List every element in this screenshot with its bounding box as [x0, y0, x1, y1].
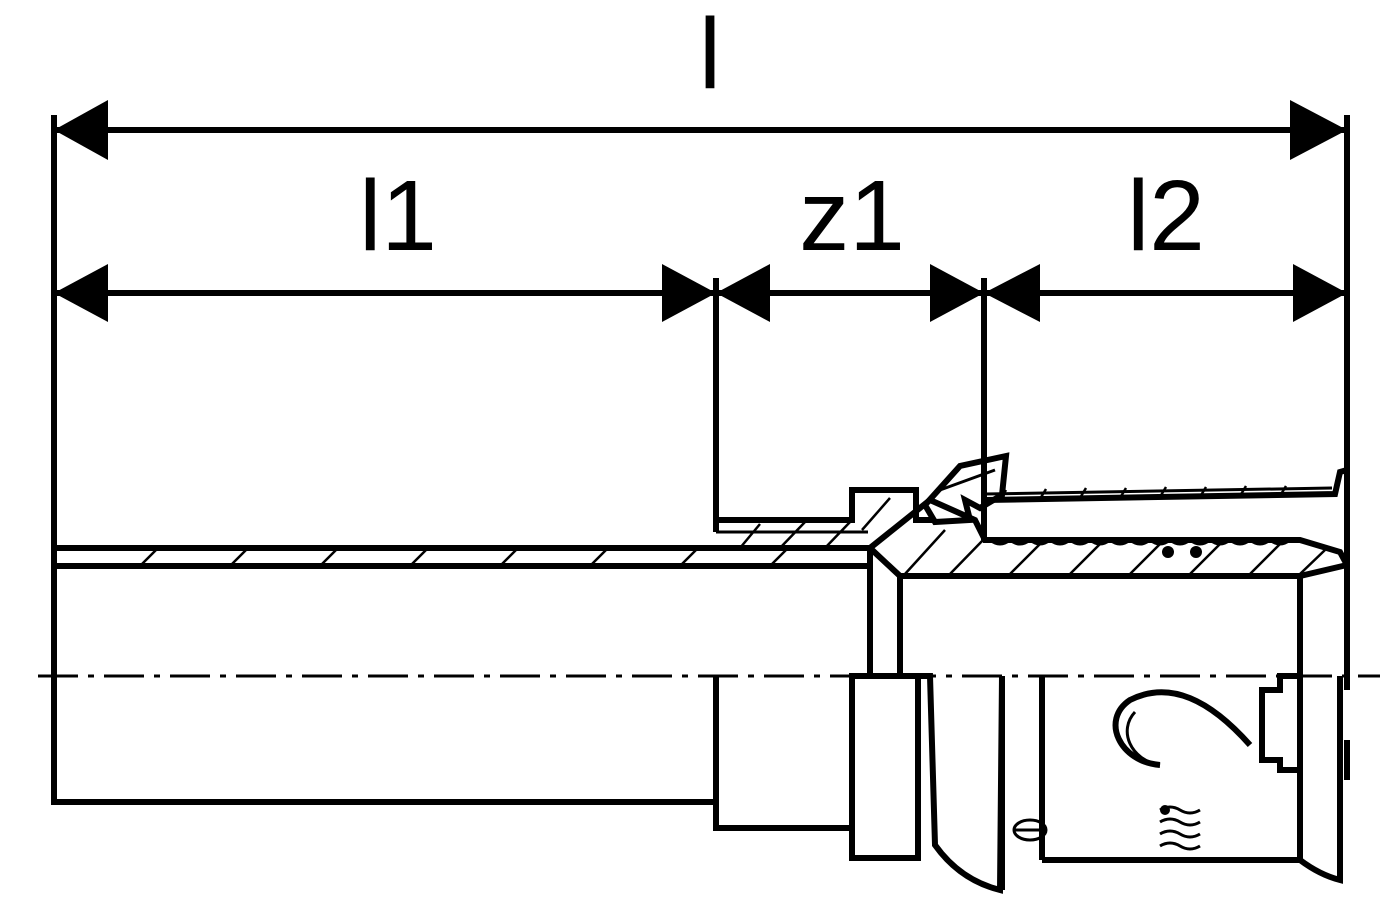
- dimension-l: l: [54, 0, 1347, 160]
- dimension-l2: l2: [984, 160, 1347, 322]
- dimension-z1: z1: [716, 160, 984, 322]
- label-l1: l1: [359, 160, 437, 272]
- logo-mark: [1112, 689, 1253, 768]
- label-l2: l2: [1127, 160, 1205, 272]
- section-upper-half: [54, 452, 1350, 676]
- label-l: l: [699, 0, 721, 110]
- view-lower-half: [51, 673, 1350, 894]
- dimension-l1: l1: [54, 160, 716, 322]
- label-z1: z1: [799, 160, 905, 272]
- spring-detail: [1159, 805, 1201, 851]
